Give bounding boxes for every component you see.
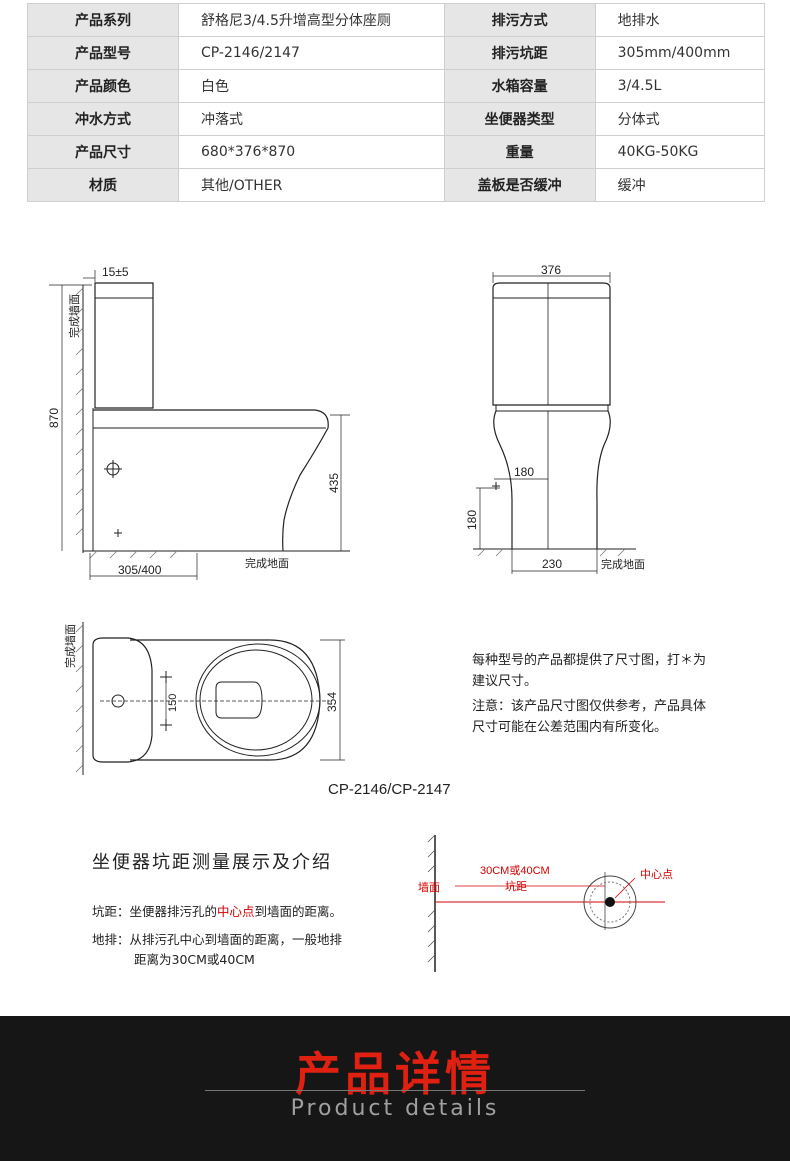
spec-value: 缓冲	[594, 168, 766, 202]
dim-230: 230	[542, 557, 562, 571]
spec-label: 盖板是否缓冲	[443, 168, 596, 202]
product-details-banner: 产品详情 Product details	[0, 1016, 790, 1161]
floor-label: 地排：	[92, 932, 130, 947]
dim-376: 376	[541, 263, 561, 277]
pit-post: 到墙面的距离。	[254, 904, 343, 919]
floor-text1: 从排污孔中心到墙面的距离，一般地排	[129, 932, 343, 947]
spec-value: 其他/OTHER	[178, 168, 445, 202]
pit-label: 坑距：	[92, 904, 130, 919]
dim-150: 150	[167, 694, 179, 712]
banner-divider	[205, 1090, 585, 1091]
spec-value: 冲落式	[178, 102, 445, 136]
wall-label-side: 完成墙面	[67, 294, 81, 338]
dim-15-5: 15±5	[102, 265, 129, 279]
note-line: 每种型号的产品都提供了尺寸图，打＊为	[472, 653, 707, 668]
spec-label: 产品尺寸	[27, 135, 179, 169]
spec-label: 坐便器类型	[443, 102, 596, 136]
spec-value: 3/4.5L	[594, 69, 766, 103]
pit-red: 中心点	[217, 904, 255, 919]
spec-value: 舒格尼3/4.5升增高型分体座厕	[178, 3, 445, 37]
pit-pre: 坐便器排污孔的	[129, 904, 218, 919]
intro-title: 坐便器坑距测量展示及介绍	[92, 852, 332, 873]
spec-value: CP-2146/2147	[178, 36, 445, 70]
dim-870: 870	[47, 408, 61, 428]
spec-value: 40KG-50KG	[594, 135, 766, 169]
spec-label: 冲水方式	[27, 102, 179, 136]
center-point-label: 中心点	[640, 868, 673, 881]
pit-wall-label: 墙面	[418, 880, 440, 894]
spec-row: 冲水方式冲落式坐便器类型分体式	[27, 102, 766, 136]
note-line: 建议尺寸。	[472, 674, 538, 689]
pit-description: 坑距：坐便器排污孔的中心点到墙面的距离。	[92, 902, 342, 922]
note-line: 尺寸可能在公差范围内有所变化。	[472, 720, 668, 735]
dim-180-offset: 180	[514, 465, 534, 479]
wall-label-top: 完成墙面	[63, 624, 77, 668]
spec-label: 排污坑距	[443, 36, 596, 70]
floor-label-front: 完成地面	[601, 557, 645, 571]
size-note: 每种型号的产品都提供了尺寸图，打＊为 建议尺寸。 注意：该产品尺寸图仅供参考，产…	[472, 650, 706, 738]
spec-value: 分体式	[594, 102, 766, 136]
spec-row: 产品系列舒格尼3/4.5升增高型分体座厕排污方式地排水	[27, 3, 766, 37]
dim-180-height: 180	[465, 510, 479, 530]
banner-title: 产品详情	[295, 1047, 495, 1101]
note-line: 注意：该产品尺寸图仅供参考，产品具体	[472, 699, 707, 714]
spec-value: 地排水	[594, 3, 766, 37]
dim-354: 354	[325, 692, 339, 712]
pit-distance-label: 30CM或40CM	[480, 864, 550, 877]
model-label: CP-2146/CP-2147	[328, 781, 451, 798]
spec-label: 产品系列	[27, 3, 179, 37]
banner-subtitle: Product details	[290, 1096, 500, 1121]
floor-description: 地排：从排污孔中心到墙面的距离，一般地排 距离为30CM或40CM	[92, 930, 342, 970]
dimension-drawings: 15±5 完成墙面 870 435 305/400 完成地面 376 180 1…	[47, 263, 645, 798]
dim-305-400: 305/400	[118, 563, 162, 577]
spec-value: 白色	[178, 69, 445, 103]
spec-value: 305mm/400mm	[594, 36, 766, 70]
spec-label: 重量	[443, 135, 596, 169]
dim-435: 435	[327, 473, 341, 493]
spec-label: 排污方式	[443, 3, 596, 37]
spec-label: 产品型号	[27, 36, 179, 70]
pit-span-label: 坑距	[505, 879, 527, 893]
spec-value: 680*376*870	[178, 135, 445, 169]
floor-label-side: 完成地面	[245, 556, 289, 570]
spec-label: 材质	[27, 168, 179, 202]
spec-label: 产品颜色	[27, 69, 179, 103]
floor-text2: 距离为30CM或40CM	[134, 952, 255, 967]
spec-label: 水箱容量	[443, 69, 596, 103]
pit-diagram: 墙面 30CM或40CM 坑距 中心点	[418, 834, 673, 972]
